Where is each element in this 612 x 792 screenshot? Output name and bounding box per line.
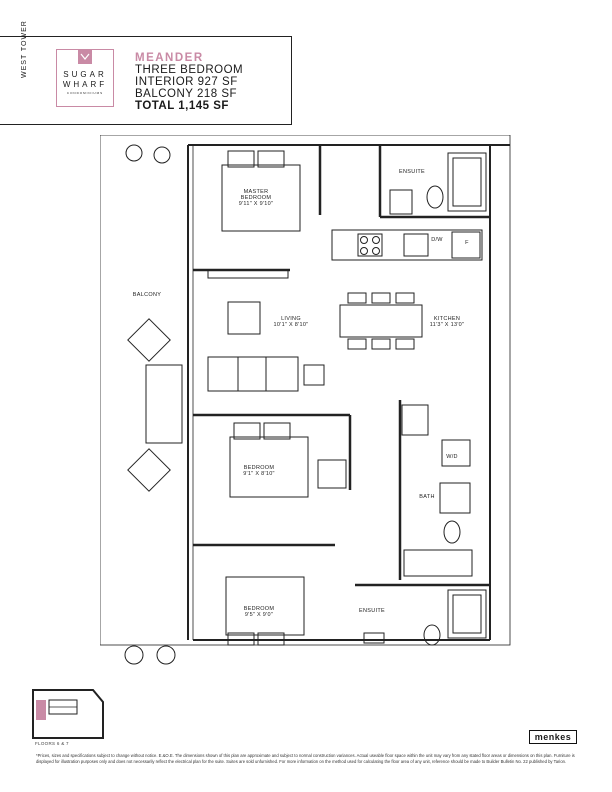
logo-emblem-icon bbox=[78, 50, 92, 64]
fridge-label: F bbox=[465, 240, 469, 246]
header-box bbox=[0, 36, 292, 125]
model-name: MEANDER bbox=[135, 52, 204, 64]
bedroom-3-label: BEDROOM 9'5" X 9'0" bbox=[243, 606, 275, 618]
kitchen-label: KITCHEN 11'3" X 13'0" bbox=[429, 316, 465, 328]
spec-bedrooms: THREE BEDROOM bbox=[135, 64, 244, 76]
logo bbox=[56, 49, 114, 107]
logo-line-2: WHARF bbox=[62, 80, 108, 89]
disclaimer: *Prices, sizes and specifications subjec… bbox=[36, 753, 575, 764]
balcony-label: BALCONY bbox=[132, 292, 162, 298]
tower-label: WEST TOWER bbox=[21, 20, 28, 78]
plant-icon bbox=[124, 144, 176, 665]
bedroom-2-label: BEDROOM 9'1" X 8'10" bbox=[243, 465, 275, 477]
logo-line-3: CONDOMINIUMS bbox=[66, 91, 104, 95]
spec-interior: INTERIOR 927 SF bbox=[135, 76, 238, 88]
spec-total: TOTAL 1,145 SF bbox=[135, 100, 229, 112]
balcony-outline bbox=[100, 135, 511, 646]
brand-logo: menkes bbox=[529, 730, 577, 744]
floor-plan bbox=[100, 135, 511, 665]
spec-balcony: BALCONY 218 SF bbox=[135, 88, 238, 100]
logo-line-1: SUGAR bbox=[63, 70, 107, 79]
floors-label: FLOORS 6 & 7 bbox=[35, 741, 69, 746]
living-label: LIVING 10'1" X 8'10" bbox=[273, 316, 309, 328]
key-plan bbox=[32, 689, 104, 739]
ensuite-top-label: ENSUITE bbox=[399, 169, 425, 175]
bath-label: BATH bbox=[419, 494, 435, 500]
wd-label: W/D bbox=[446, 454, 458, 460]
master-bedroom-name: MASTER BEDROOM 9'11" X 9'10" bbox=[238, 189, 274, 207]
dw-label: D/W bbox=[431, 237, 443, 243]
ensuite-bottom-label: ENSUITE bbox=[359, 608, 385, 614]
